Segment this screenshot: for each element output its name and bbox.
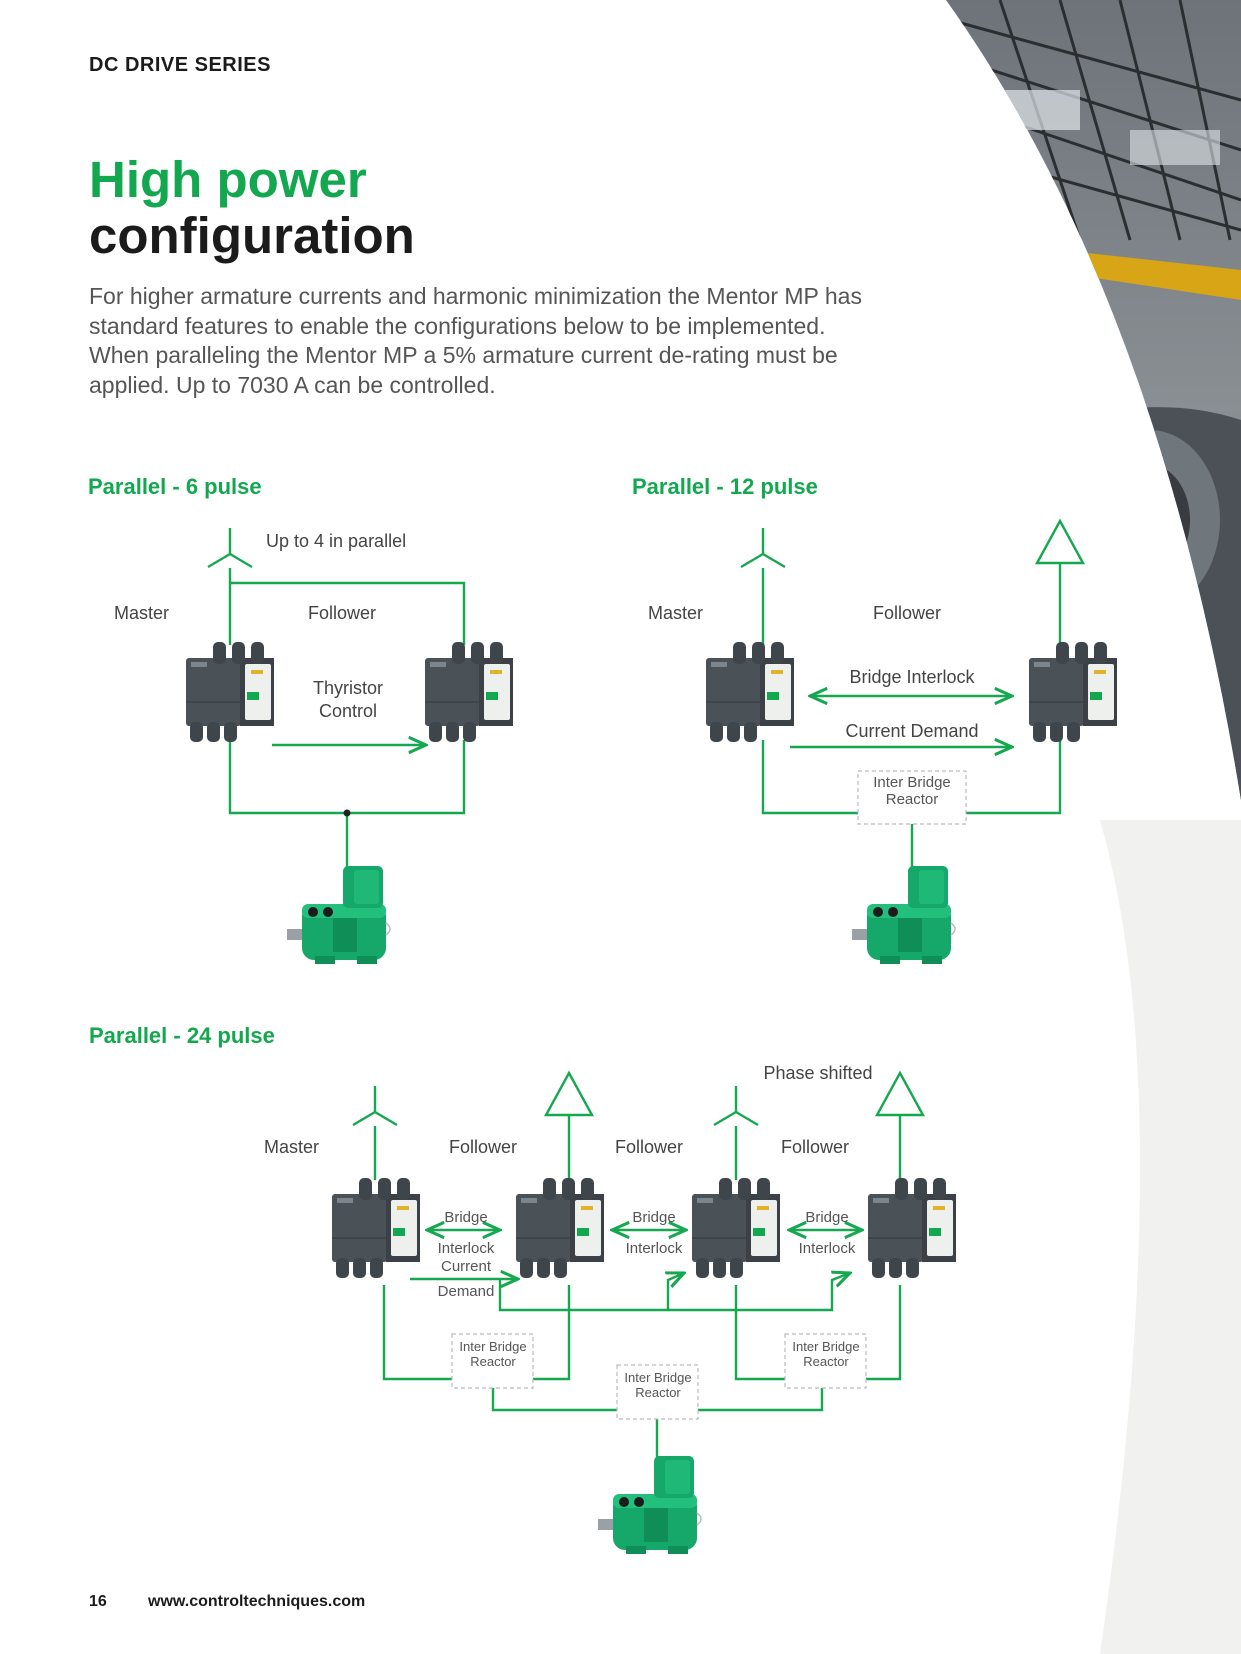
- label-follower-24-2: Follower: [615, 1137, 683, 1157]
- intro-paragraph: For higher armature currents and harmoni…: [89, 283, 862, 398]
- reactor-label-24-center-2: Reactor: [635, 1385, 681, 1400]
- delta-winding-icon: [875, 1071, 925, 1117]
- page-number: 16: [89, 1593, 107, 1610]
- label-follower-24-3: Follower: [781, 1137, 849, 1157]
- label-bridge-interlock-12: Bridge Interlock: [849, 667, 975, 687]
- reactor-label-24-left-2: Reactor: [470, 1354, 516, 1369]
- current-demand-link-24-3: [668, 1273, 850, 1312]
- delta-winding-icon: [1035, 519, 1085, 565]
- star-winding-icon: [206, 526, 254, 569]
- label-follower-6: Follower: [308, 603, 376, 623]
- reactor-label-24-right-1: Inter Bridge: [792, 1339, 859, 1354]
- inter-bridge-reactor-12: [857, 770, 967, 825]
- drive-master-6: [185, 641, 275, 743]
- dc-motor-6: [286, 865, 391, 965]
- diagram-12-pulse: Master Follower Bridge Interlock Current…: [648, 519, 1118, 965]
- inter-bridge-reactor-24-right: [784, 1333, 867, 1389]
- star-winding-icon: [712, 1084, 760, 1127]
- label-master-12: Master: [648, 603, 703, 623]
- section-title-6-pulse: Parallel - 6 pulse: [88, 474, 262, 499]
- diagram-24-pulse: Phase shifted Master Follower Follower F…: [264, 1063, 957, 1555]
- inter-bridge-reactor-24-center: [616, 1364, 699, 1420]
- label-phase-shifted: Phase shifted: [763, 1063, 872, 1083]
- section-title-24-pulse: Parallel - 24 pulse: [89, 1023, 275, 1048]
- page-title-line1: High power: [89, 151, 367, 208]
- inter-bridge-reactor-24-left: [451, 1333, 534, 1389]
- diagram-6-pulse: Up to 4 in parallel Master Follower Thyr…: [114, 526, 514, 965]
- note-up-to-4: Up to 4 in parallel: [266, 531, 406, 551]
- label-current-24: Current: [441, 1258, 492, 1275]
- star-winding-icon: [739, 526, 787, 569]
- drive-follower-24-2: [691, 1177, 781, 1279]
- label-bridge-24-3: Bridge: [805, 1209, 848, 1226]
- label-follower-24-1: Follower: [449, 1137, 517, 1157]
- delta-winding-icon: [544, 1071, 594, 1117]
- label-follower-12: Follower: [873, 603, 941, 623]
- drive-master-12: [705, 641, 795, 743]
- current-demand-link-24-2: [498, 1273, 684, 1312]
- label-control-6: Control: [319, 701, 377, 721]
- label-demand-24: Demand: [438, 1283, 495, 1300]
- series-header: DC DRIVE SERIES: [89, 54, 271, 76]
- output-bus-6: [228, 740, 466, 815]
- section-title-12-pulse: Parallel - 12 pulse: [632, 474, 818, 499]
- label-interlock-24-1: Interlock: [438, 1240, 495, 1257]
- drive-follower-24-3: [867, 1177, 957, 1279]
- reactor-label-12-line1: Inter Bridge: [873, 774, 951, 791]
- label-interlock-24-3: Interlock: [799, 1240, 856, 1257]
- reactor-label-24-center-1: Inter Bridge: [624, 1370, 691, 1385]
- drive-follower-24-1: [515, 1177, 605, 1279]
- reactor-label-24-right-2: Reactor: [803, 1354, 849, 1369]
- label-thyristor-6: Thyristor: [313, 678, 383, 698]
- label-master-6: Master: [114, 603, 169, 623]
- dc-motor-24: [597, 1455, 702, 1555]
- star-winding-icon: [351, 1084, 399, 1127]
- supply-wire-follower-6: [230, 581, 466, 645]
- label-bridge-24-1: Bridge: [444, 1209, 487, 1226]
- label-master-24: Master: [264, 1137, 319, 1157]
- page-title-line2: configuration: [89, 207, 415, 264]
- dc-motor-12: [851, 865, 956, 965]
- label-interlock-24-2: Interlock: [626, 1240, 683, 1257]
- drive-follower-12: [1028, 641, 1118, 743]
- drive-master-24: [331, 1177, 421, 1279]
- reactor-label-12-line2: Reactor: [886, 791, 939, 808]
- label-bridge-24-2: Bridge: [632, 1209, 675, 1226]
- drive-follower-6: [424, 641, 514, 743]
- junction-dot-6: [343, 809, 351, 817]
- label-current-demand-12: Current Demand: [845, 721, 978, 741]
- footer-url: www.controltechniques.com: [148, 1593, 366, 1610]
- reactor-label-24-left-1: Inter Bridge: [459, 1339, 526, 1354]
